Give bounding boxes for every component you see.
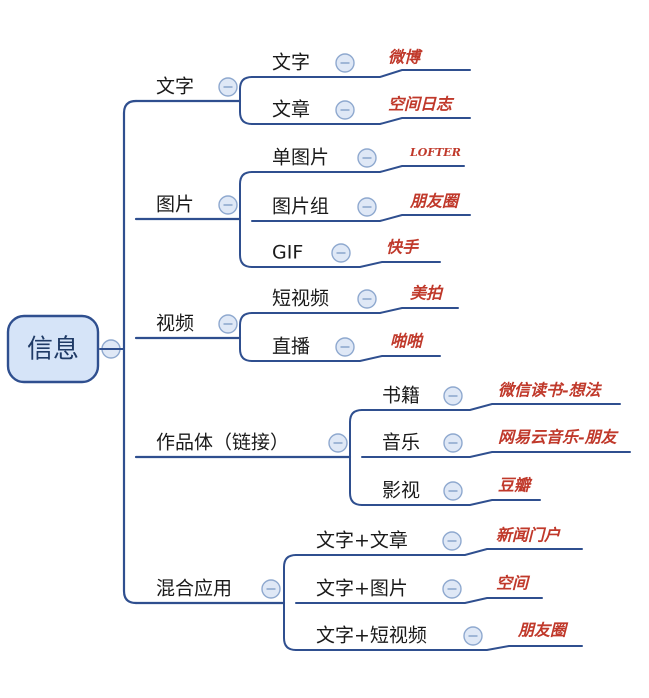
note-label: 快手 <box>386 238 420 257</box>
branch-label: 图片 <box>156 194 194 216</box>
branch-label: 视频 <box>156 313 194 335</box>
child-underline <box>251 214 471 222</box>
trunk-line <box>122 99 138 605</box>
branch-collapse-icon[interactable] <box>218 77 238 97</box>
branch-collapse-icon[interactable] <box>328 433 348 453</box>
child-label: 书籍 <box>382 385 420 407</box>
sub-trunk-line <box>239 76 253 125</box>
child-underline <box>251 69 471 78</box>
child-collapse-icon[interactable] <box>335 100 355 120</box>
child-collapse-icon[interactable] <box>357 197 377 217</box>
child-collapse-icon[interactable] <box>443 481 463 501</box>
child-collapse-icon[interactable] <box>357 148 377 168</box>
child-label: 文字 <box>272 52 310 74</box>
note-label: LOFTER <box>409 146 461 159</box>
child-underline <box>361 403 621 411</box>
root-label: 信息 <box>27 335 79 365</box>
note-label: 网易云音乐-朋友 <box>498 428 620 447</box>
child-underline <box>361 499 541 506</box>
branch-collapse-icon[interactable] <box>218 195 238 215</box>
branch-label: 作品体（链接） <box>156 432 289 454</box>
child-underline <box>295 645 583 651</box>
branch-collapse-icon[interactable] <box>261 579 281 599</box>
note-label: 啪啪 <box>390 332 424 351</box>
child-underline <box>251 307 459 314</box>
child-collapse-icon[interactable] <box>335 337 355 357</box>
root-node[interactable] <box>6 314 100 384</box>
child-underline <box>361 451 631 458</box>
child-collapse-icon[interactable] <box>331 243 351 263</box>
sub-trunk-line <box>349 409 363 506</box>
note-label: 空间 <box>496 574 531 593</box>
child-collapse-icon[interactable] <box>463 626 483 646</box>
child-underline <box>251 117 471 125</box>
child-label: 图片组 <box>272 196 329 218</box>
child-collapse-icon[interactable] <box>443 386 463 406</box>
note-label: 美拍 <box>410 284 444 303</box>
note-label: 朋友圈 <box>409 192 461 211</box>
child-collapse-icon[interactable] <box>443 433 463 453</box>
child-underline <box>295 548 583 556</box>
child-collapse-icon[interactable] <box>335 53 355 73</box>
branch-collapse-icon[interactable] <box>218 314 238 334</box>
note-label: 空间日志 <box>388 95 455 114</box>
branch-label: 混合应用 <box>156 578 232 600</box>
child-collapse-icon[interactable] <box>442 579 462 599</box>
child-label: 文章 <box>272 99 310 121</box>
child-label: 音乐 <box>382 432 420 454</box>
note-label: 朋友圈 <box>517 621 569 640</box>
child-collapse-icon[interactable] <box>442 531 462 551</box>
note-label: 微博 <box>388 48 423 67</box>
child-underline <box>251 261 441 268</box>
note-label: 豆瓣 <box>498 476 533 495</box>
child-label: 文字+文章 <box>316 530 408 552</box>
child-collapse-icon[interactable] <box>357 289 377 309</box>
child-underline <box>251 165 465 173</box>
child-label: 直播 <box>272 336 310 358</box>
sub-trunk-line <box>239 312 253 362</box>
child-label: 影视 <box>382 480 420 502</box>
child-underline <box>295 597 543 604</box>
note-label: 新闻门户 <box>496 526 561 545</box>
child-underline <box>251 355 441 362</box>
child-label: 文字+图片 <box>316 578 408 600</box>
branch-label: 文字 <box>156 76 194 98</box>
child-label: 文字+短视频 <box>316 625 427 647</box>
sub-trunk-line <box>283 554 297 651</box>
note-label: 微信读书-想法 <box>498 381 603 400</box>
sub-trunk-line <box>239 171 253 268</box>
child-label: 短视频 <box>272 288 329 310</box>
child-label: GIF <box>272 242 303 264</box>
child-label: 单图片 <box>272 147 329 169</box>
